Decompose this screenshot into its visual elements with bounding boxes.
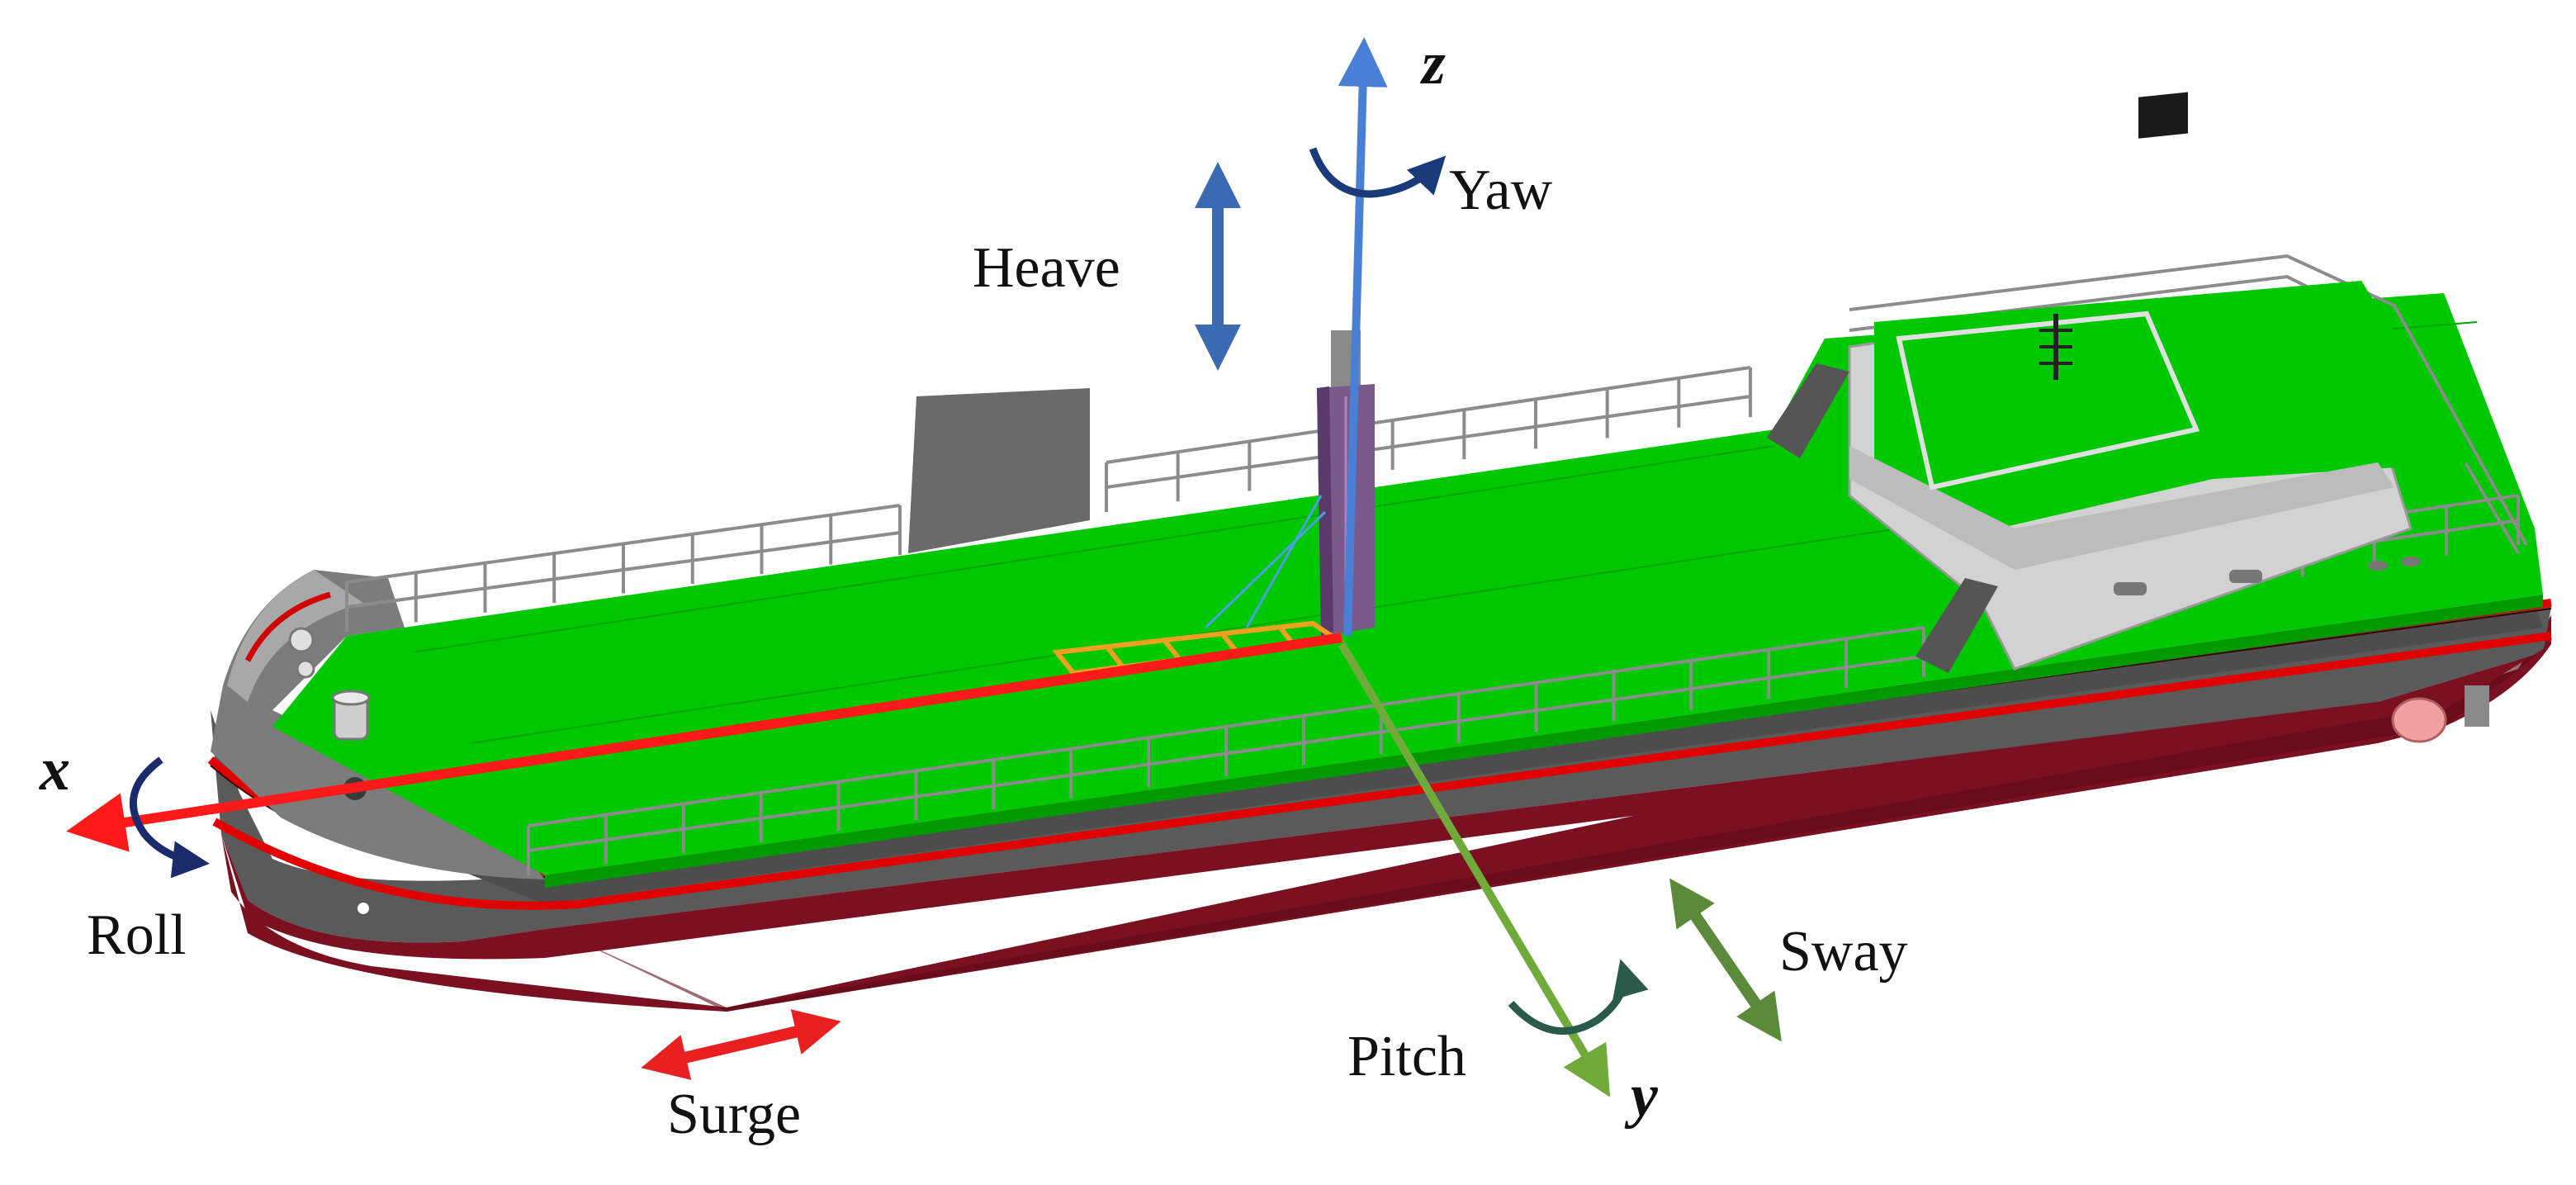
pitch-label: Pitch (1347, 1025, 1466, 1088)
propeller (2391, 697, 2447, 743)
z-axis-arrow (1338, 37, 1388, 637)
yaw-label: Yaw (1449, 159, 1553, 222)
rotational-arrows (129, 147, 1649, 1036)
sway-label: Sway (1779, 920, 1908, 984)
yaw-arrow (1309, 147, 1447, 198)
sway-arrow (1669, 878, 1782, 1042)
x-axis-label: x (40, 736, 70, 803)
y-axis-label: y (1631, 1062, 1658, 1130)
heave-label: Heave (973, 236, 1120, 300)
coordinate-axes (66, 37, 1611, 1097)
roll-arrow (129, 756, 210, 879)
mast-tower (1204, 330, 1375, 636)
pitch-arrow (1508, 959, 1649, 1036)
surge-arrow (641, 1009, 841, 1080)
translational-arrows (641, 162, 1782, 1080)
roll-label: Roll (87, 903, 187, 967)
gray-panel (908, 388, 1090, 553)
y-axis-arrow (1338, 642, 1611, 1097)
x-axis-arrow (66, 633, 1342, 852)
surge-label: Surge (667, 1083, 802, 1146)
z-axis-label: z (1422, 30, 1446, 97)
bridge-superstructure (1767, 92, 2477, 673)
